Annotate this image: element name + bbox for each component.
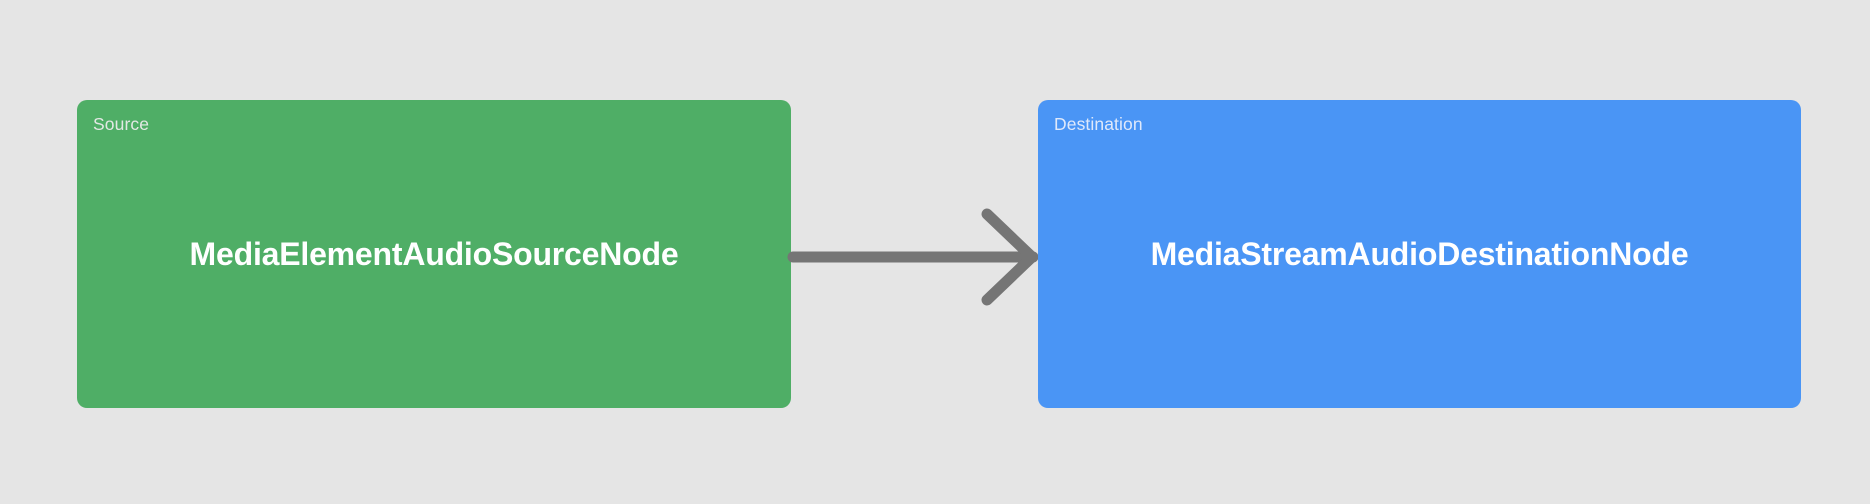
node-destination-title: MediaStreamAudioDestinationNode: [1150, 235, 1689, 272]
node-destination[interactable]: Destination MediaStreamAudioDestinationN…: [1038, 100, 1801, 408]
node-source[interactable]: Source MediaElementAudioSourceNode: [77, 100, 791, 408]
edge-source-to-destination: [780, 195, 1050, 320]
node-source-kind-label: Source: [93, 114, 150, 134]
arrow-connector-icon: [787, 208, 1039, 306]
node-source-title: MediaElementAudioSourceNode: [189, 235, 679, 272]
node-destination-kind-label: Destination: [1054, 114, 1143, 134]
